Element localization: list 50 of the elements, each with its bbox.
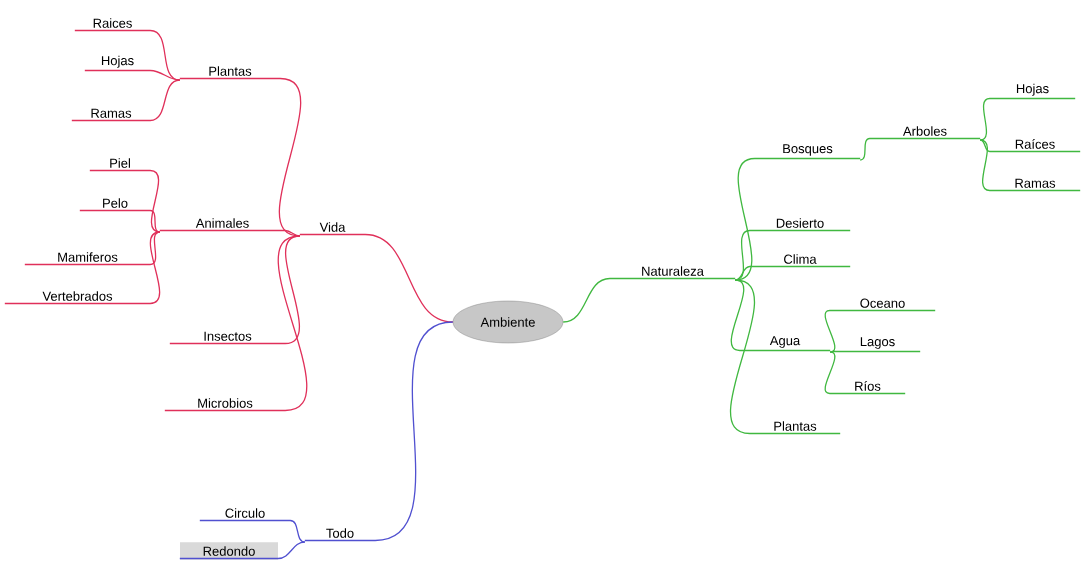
branch-line xyxy=(734,265,851,281)
branch-label: Hojas xyxy=(1016,83,1049,96)
branch-line xyxy=(164,235,308,412)
branch-line xyxy=(979,139,1081,153)
branch-line xyxy=(979,139,1081,192)
branch-line xyxy=(179,541,306,560)
branch-label: Desierto xyxy=(776,218,824,228)
branch-label: Microbios xyxy=(198,398,253,408)
branch-label: Todo xyxy=(326,528,354,538)
branch-line xyxy=(84,69,181,81)
branch-line xyxy=(562,277,736,323)
branch-line xyxy=(829,350,921,353)
branch-label: Plantas xyxy=(774,421,817,431)
branch-line xyxy=(169,235,301,345)
branch-label: Ramas xyxy=(1015,178,1056,188)
branch-label: Bosques xyxy=(783,144,833,156)
branch-label: Naturaleza xyxy=(642,266,704,276)
branch-label: Raices xyxy=(93,18,132,28)
branch-line xyxy=(179,77,302,237)
branch-label: Oceano xyxy=(860,298,905,308)
branch-label: Insectos xyxy=(204,331,252,341)
branch-label: Arboles xyxy=(903,126,947,136)
branch-line xyxy=(159,229,301,237)
branch-line xyxy=(979,97,1076,141)
branch-line xyxy=(79,209,161,233)
branch-line xyxy=(859,137,981,161)
branch-line xyxy=(730,279,831,352)
branch-label: Raíces xyxy=(1015,139,1055,149)
branch-line xyxy=(304,321,454,542)
branch-line xyxy=(824,351,906,395)
branch-label: Vertebrados xyxy=(42,291,113,301)
branch-label: Animales xyxy=(195,218,249,228)
branch-label: Vida xyxy=(319,222,346,232)
branch-line xyxy=(729,279,841,435)
branch-label: Clima xyxy=(784,254,817,264)
branch-label: Piel xyxy=(110,158,130,168)
branch-label: Pelo xyxy=(103,198,128,208)
branch-line xyxy=(4,231,161,305)
branch-label: Ríos xyxy=(855,381,881,391)
branch-label: Lagos xyxy=(860,337,895,349)
branch-line xyxy=(824,309,936,353)
branch-line xyxy=(71,79,181,122)
branch-line xyxy=(199,519,306,543)
branch-label: Circulo xyxy=(225,508,265,518)
branch-label: Ramas xyxy=(91,108,132,118)
branch-label: Agua xyxy=(769,336,801,348)
branch-label: Plantas xyxy=(209,66,252,76)
branch-line xyxy=(89,169,161,233)
branch-label: Hojas xyxy=(101,55,134,68)
branch-label: Mamiferos xyxy=(58,252,118,262)
